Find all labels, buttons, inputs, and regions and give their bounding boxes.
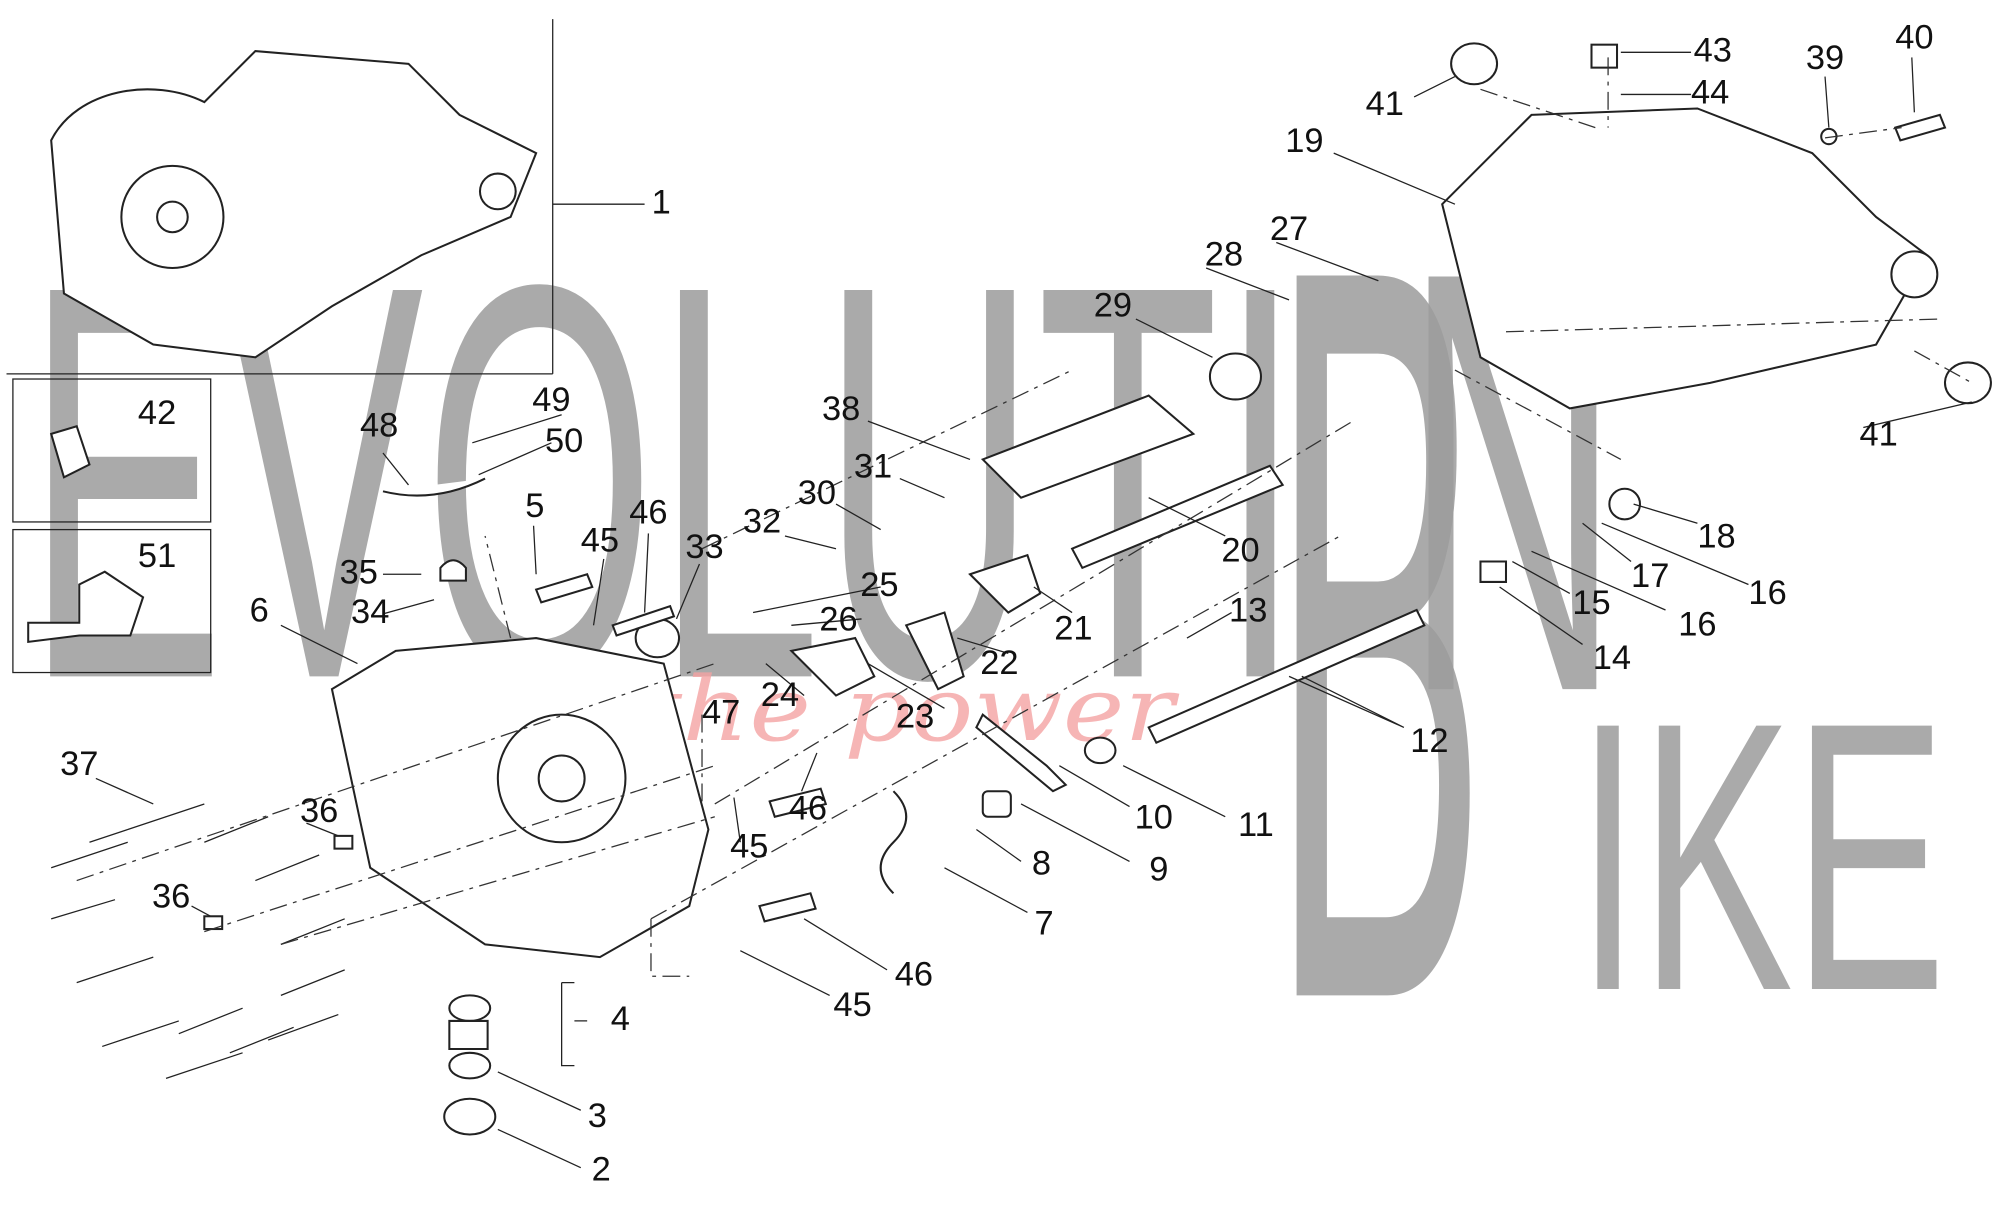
callout-46-mid: 46 (789, 789, 827, 827)
callout-22: 22 (980, 644, 1018, 682)
callout-20: 20 (1221, 532, 1259, 570)
callout-14: 14 (1593, 639, 1631, 677)
callout-46-low: 46 (895, 955, 933, 993)
callout-3: 3 (588, 1097, 607, 1135)
callout-38: 38 (822, 390, 860, 428)
callout-15: 15 (1572, 584, 1610, 622)
callout-48: 48 (360, 407, 398, 445)
right-housing-illustration (1441, 42, 1992, 410)
callout-13: 13 (1229, 592, 1267, 630)
callout-21: 21 (1054, 610, 1092, 648)
callout-34: 34 (351, 593, 389, 631)
callout-17: 17 (1631, 557, 1669, 595)
callout-28: 28 (1205, 236, 1243, 274)
assembly-lines (76, 57, 1973, 977)
callout-27: 27 (1270, 210, 1308, 248)
callout-16-a: 16 (1748, 574, 1786, 612)
callout-44: 44 (1691, 74, 1729, 112)
callout-10: 10 (1135, 798, 1173, 836)
callout-45: 45 (581, 521, 619, 559)
callout-32: 32 (743, 502, 781, 540)
callout-36-b: 36 (152, 878, 190, 916)
callout-43: 43 (1694, 31, 1732, 69)
callout-46: 46 (629, 493, 667, 531)
callout-19: 19 (1285, 122, 1323, 160)
callout-45-low: 45 (833, 986, 871, 1024)
callout-8: 8 (1032, 844, 1051, 882)
callout-26: 26 (819, 601, 857, 639)
callout-50: 50 (545, 422, 583, 460)
callout-6: 6 (250, 592, 269, 630)
callout-5: 5 (525, 487, 544, 525)
gearbox-assembly-illustration (50, 49, 538, 359)
callout-2: 2 (592, 1151, 611, 1189)
callout-36-a: 36 (300, 792, 338, 830)
callout-41-bottom: 41 (1859, 416, 1897, 454)
callout-24: 24 (761, 676, 799, 714)
callout-49: 49 (532, 381, 570, 419)
callout-37: 37 (60, 745, 98, 783)
callout-9: 9 (1149, 851, 1168, 889)
watermark-ike: IKE (1576, 643, 1946, 1071)
callout-23: 23 (896, 698, 934, 736)
callout-33: 33 (685, 528, 723, 566)
callout-16-b: 16 (1678, 606, 1716, 644)
callout-35: 35 (340, 553, 378, 591)
callout-51: 51 (138, 537, 176, 575)
callout-11: 11 (1238, 806, 1274, 844)
callout-4: 4 (611, 1000, 630, 1038)
callout-30: 30 (798, 474, 836, 512)
inset-boxes (6, 19, 645, 674)
internal-parts-illustration (382, 352, 1642, 923)
callout-1: 1 (652, 183, 671, 221)
leader-lines (95, 51, 1972, 1169)
callout-29: 29 (1094, 287, 1132, 325)
callout-47: 47 (702, 694, 740, 732)
callout-18: 18 (1697, 518, 1735, 556)
bolts-illustration (50, 803, 354, 1079)
callout-7: 7 (1034, 904, 1053, 942)
callout-42: 42 (138, 394, 176, 432)
callout-25: 25 (860, 566, 898, 604)
callout-12: 12 (1410, 722, 1448, 760)
callout-41-top: 41 (1366, 85, 1404, 123)
callout-31: 31 (854, 447, 892, 485)
callout-39: 39 (1806, 39, 1844, 77)
callout-labels: 1 42 51 48 49 50 5 45 46 33 32 30 31 38 … (60, 19, 1933, 1189)
left-housing-illustration (330, 637, 710, 1136)
callout-45-mid: 45 (730, 828, 768, 866)
callout-40: 40 (1895, 19, 1933, 57)
